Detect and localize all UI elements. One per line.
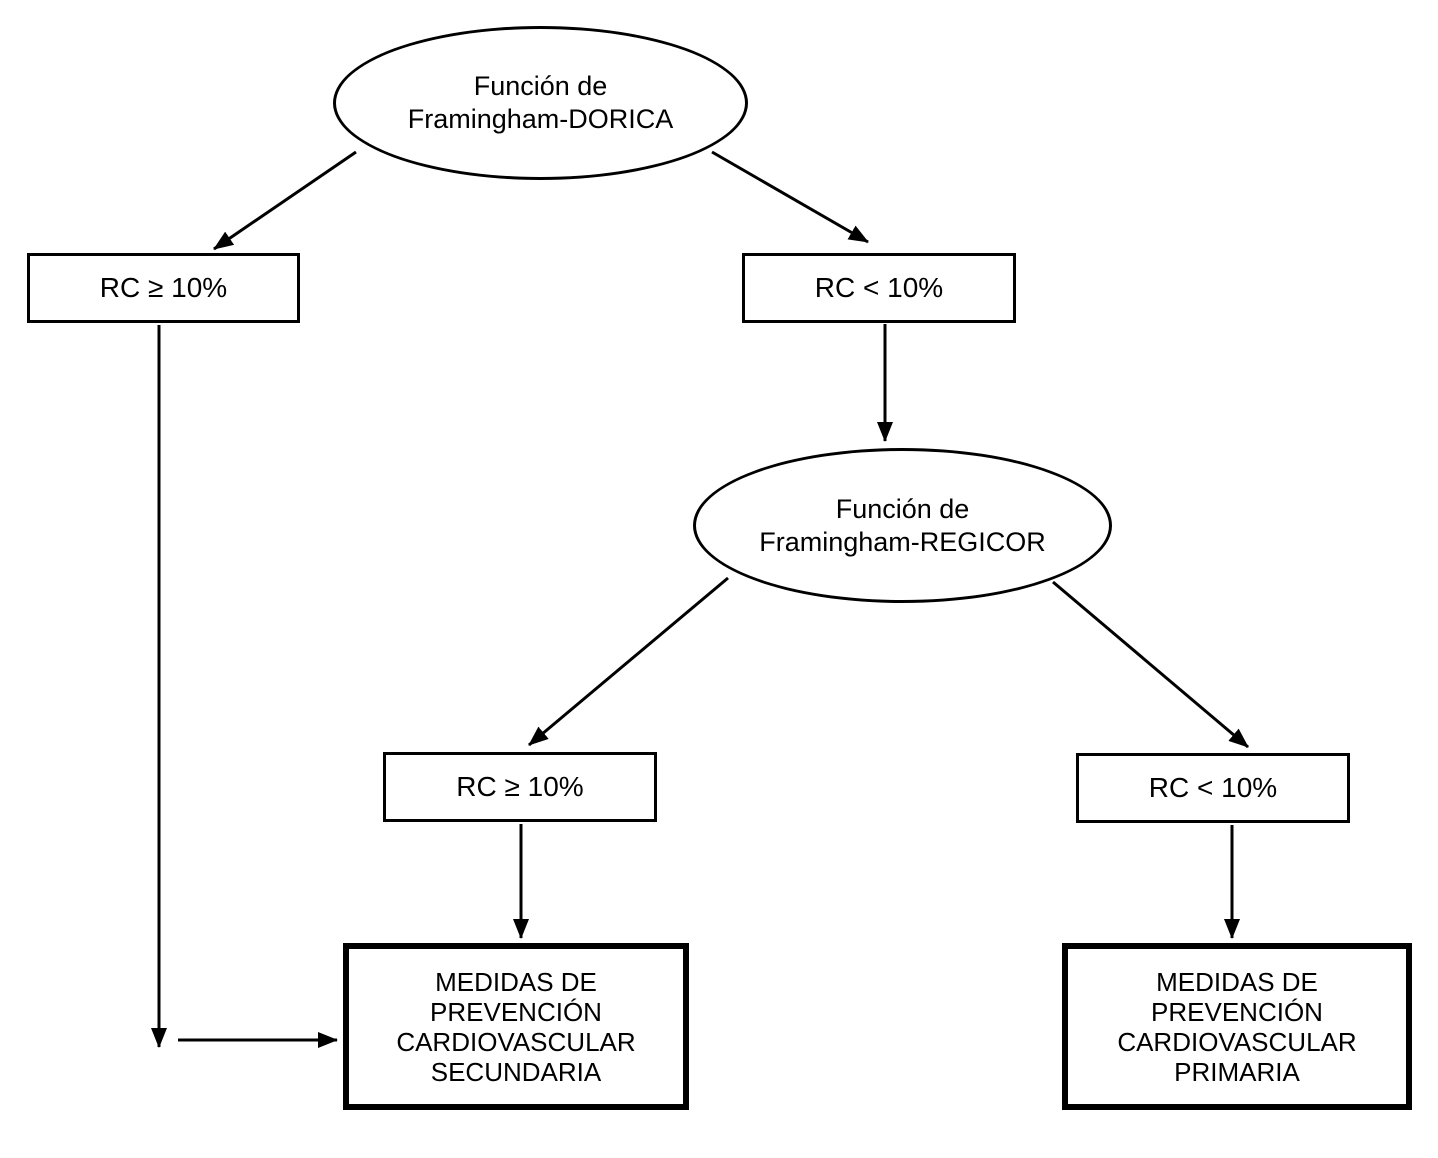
node-rc-ge-10-left: RC ≥ 10% bbox=[27, 253, 300, 323]
edge-dorica-to-rc-lt-top bbox=[711, 150, 869, 244]
edge-regicor-to-rc-lt-bottom bbox=[1052, 580, 1249, 749]
node-prevencion-secundaria: MEDIDAS DE PREVENCIÓN CARDIOVASCULAR SEC… bbox=[343, 943, 689, 1110]
node-label-line: MEDIDAS DE bbox=[435, 966, 597, 997]
node-label-line: Función de bbox=[473, 71, 608, 101]
edge-regicor-to-rc-ge-mid bbox=[528, 576, 729, 747]
node-label-line: Función de bbox=[835, 493, 970, 524]
edge-dorica-to-rc-ge-left bbox=[213, 150, 357, 251]
node-label-line: Framingham-REGICOR bbox=[759, 526, 1046, 557]
node-label-line: PREVENCIÓN bbox=[1151, 996, 1323, 1027]
node-prevencion-primaria: MEDIDAS DE PREVENCIÓN CARDIOVASCULAR PRI… bbox=[1062, 943, 1412, 1110]
node-label: RC < 10% bbox=[1148, 772, 1278, 803]
node-label: RC < 10% bbox=[814, 272, 944, 303]
node-label-line: CARDIOVASCULAR bbox=[396, 1026, 636, 1057]
node-label-line: SECUNDARIA bbox=[430, 1056, 602, 1087]
node-label-line: Framingham-DORICA bbox=[407, 104, 674, 134]
node-funcion-framingham-regicor: Función de Framingham-REGICOR bbox=[693, 448, 1112, 603]
node-label-line: PREVENCIÓN bbox=[430, 996, 602, 1027]
node-label-line: CARDIOVASCULAR bbox=[1117, 1026, 1357, 1057]
node-label-line: MEDIDAS DE bbox=[1156, 966, 1318, 997]
node-label: RC ≥ 10% bbox=[99, 272, 228, 303]
node-rc-lt-10-top: RC < 10% bbox=[742, 253, 1016, 323]
node-funcion-framingham-dorica: Función de Framingham-DORICA bbox=[333, 26, 748, 180]
node-label-line: PRIMARIA bbox=[1174, 1056, 1300, 1087]
node-label: RC ≥ 10% bbox=[456, 771, 584, 802]
node-rc-ge-10-middle: RC ≥ 10% bbox=[383, 752, 657, 822]
node-rc-lt-10-bottom: RC < 10% bbox=[1076, 753, 1350, 823]
